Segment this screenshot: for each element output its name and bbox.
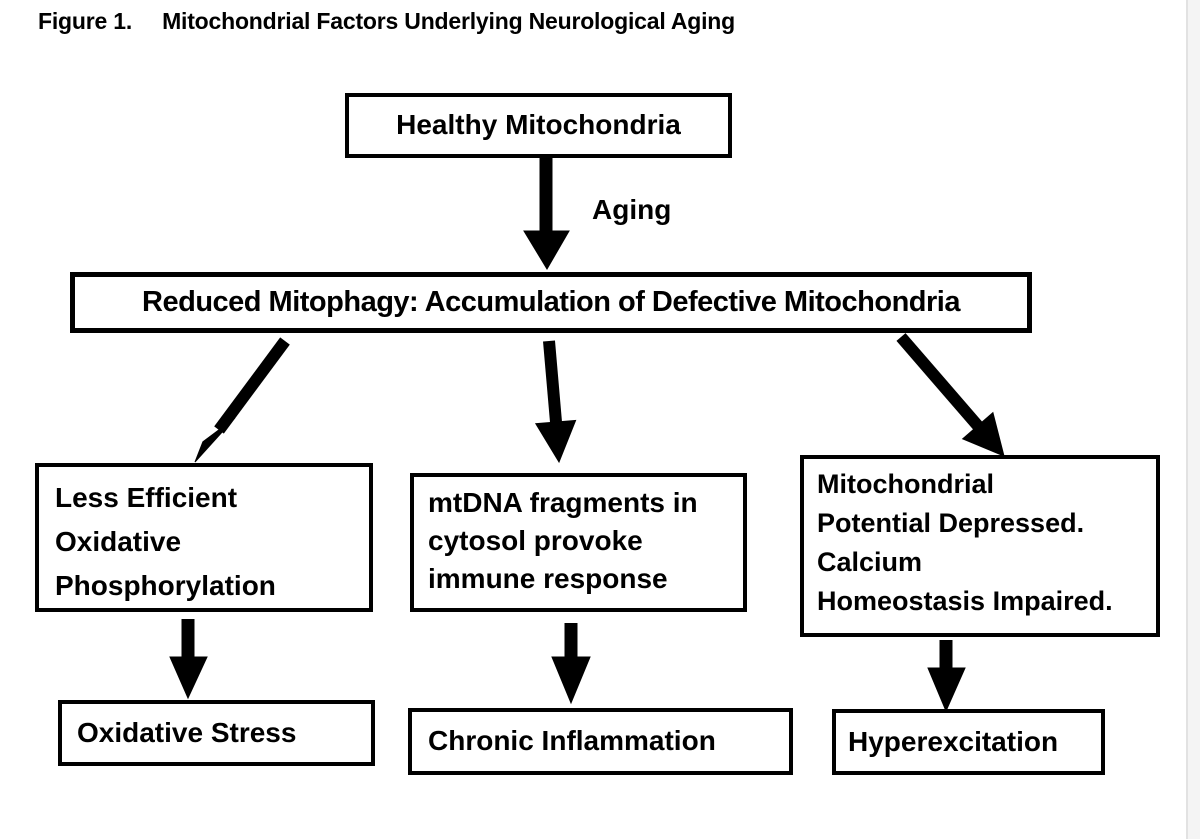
arrow-to-hyperexcitation <box>927 640 966 713</box>
node-chronic-inflammation: Chronic Inflammation <box>408 708 793 775</box>
node-hyperexcitation: Hyperexcitation <box>832 709 1105 775</box>
arrow-to-mtdna-fragments <box>534 340 577 464</box>
arrow-to-mitochondrial-potential <box>896 333 1005 457</box>
node-healthy-mitochondria: Healthy Mitochondria <box>345 93 732 158</box>
node-text-line: immune response <box>428 563 668 594</box>
arrow-aging <box>523 158 570 270</box>
page-edge-strip <box>1186 0 1200 839</box>
figure-number: Figure 1. <box>38 8 133 34</box>
node-text-line: Homeostasis Impaired. <box>817 586 1113 616</box>
node-text-line: mtDNA fragments in <box>428 487 698 518</box>
node-text-line: Phosphorylation <box>55 570 276 601</box>
node-text-line: Less Efficient <box>55 482 238 513</box>
node-reduced-mitophagy: Reduced Mitophagy: Accumulation of Defec… <box>70 272 1032 333</box>
node-text-line: Potential Depressed. <box>817 508 1085 538</box>
arrow-to-chronic-inflammation <box>551 623 591 705</box>
arrow-to-oxidative-phosphorylation <box>194 337 290 463</box>
figure-title-text: Mitochondrial Factors Underlying Neurolo… <box>162 8 735 34</box>
aging-edge-label: Aging <box>592 194 672 225</box>
node-text-line: Oxidative <box>55 526 182 557</box>
node-text-line: Calcium <box>817 547 923 577</box>
node-mitochondrial-potential-depressed: Mitochondrial Potential Depressed. Calci… <box>800 455 1160 637</box>
node-mtdna-fragments: mtDNA fragments in cytosol provoke immun… <box>410 473 747 612</box>
node-text-line: Mitochondrial <box>817 469 994 499</box>
node-oxidative-stress: Oxidative Stress <box>58 700 375 766</box>
node-text-line: cytosol provoke <box>428 525 643 556</box>
node-less-efficient-oxidative-phosphorylation: Less Efficient Oxidative Phosphorylation <box>35 463 373 612</box>
arrow-to-oxidative-stress <box>169 619 208 700</box>
figure-caption: Figure 1. Mitochondrial Factors Underlyin… <box>38 8 735 35</box>
